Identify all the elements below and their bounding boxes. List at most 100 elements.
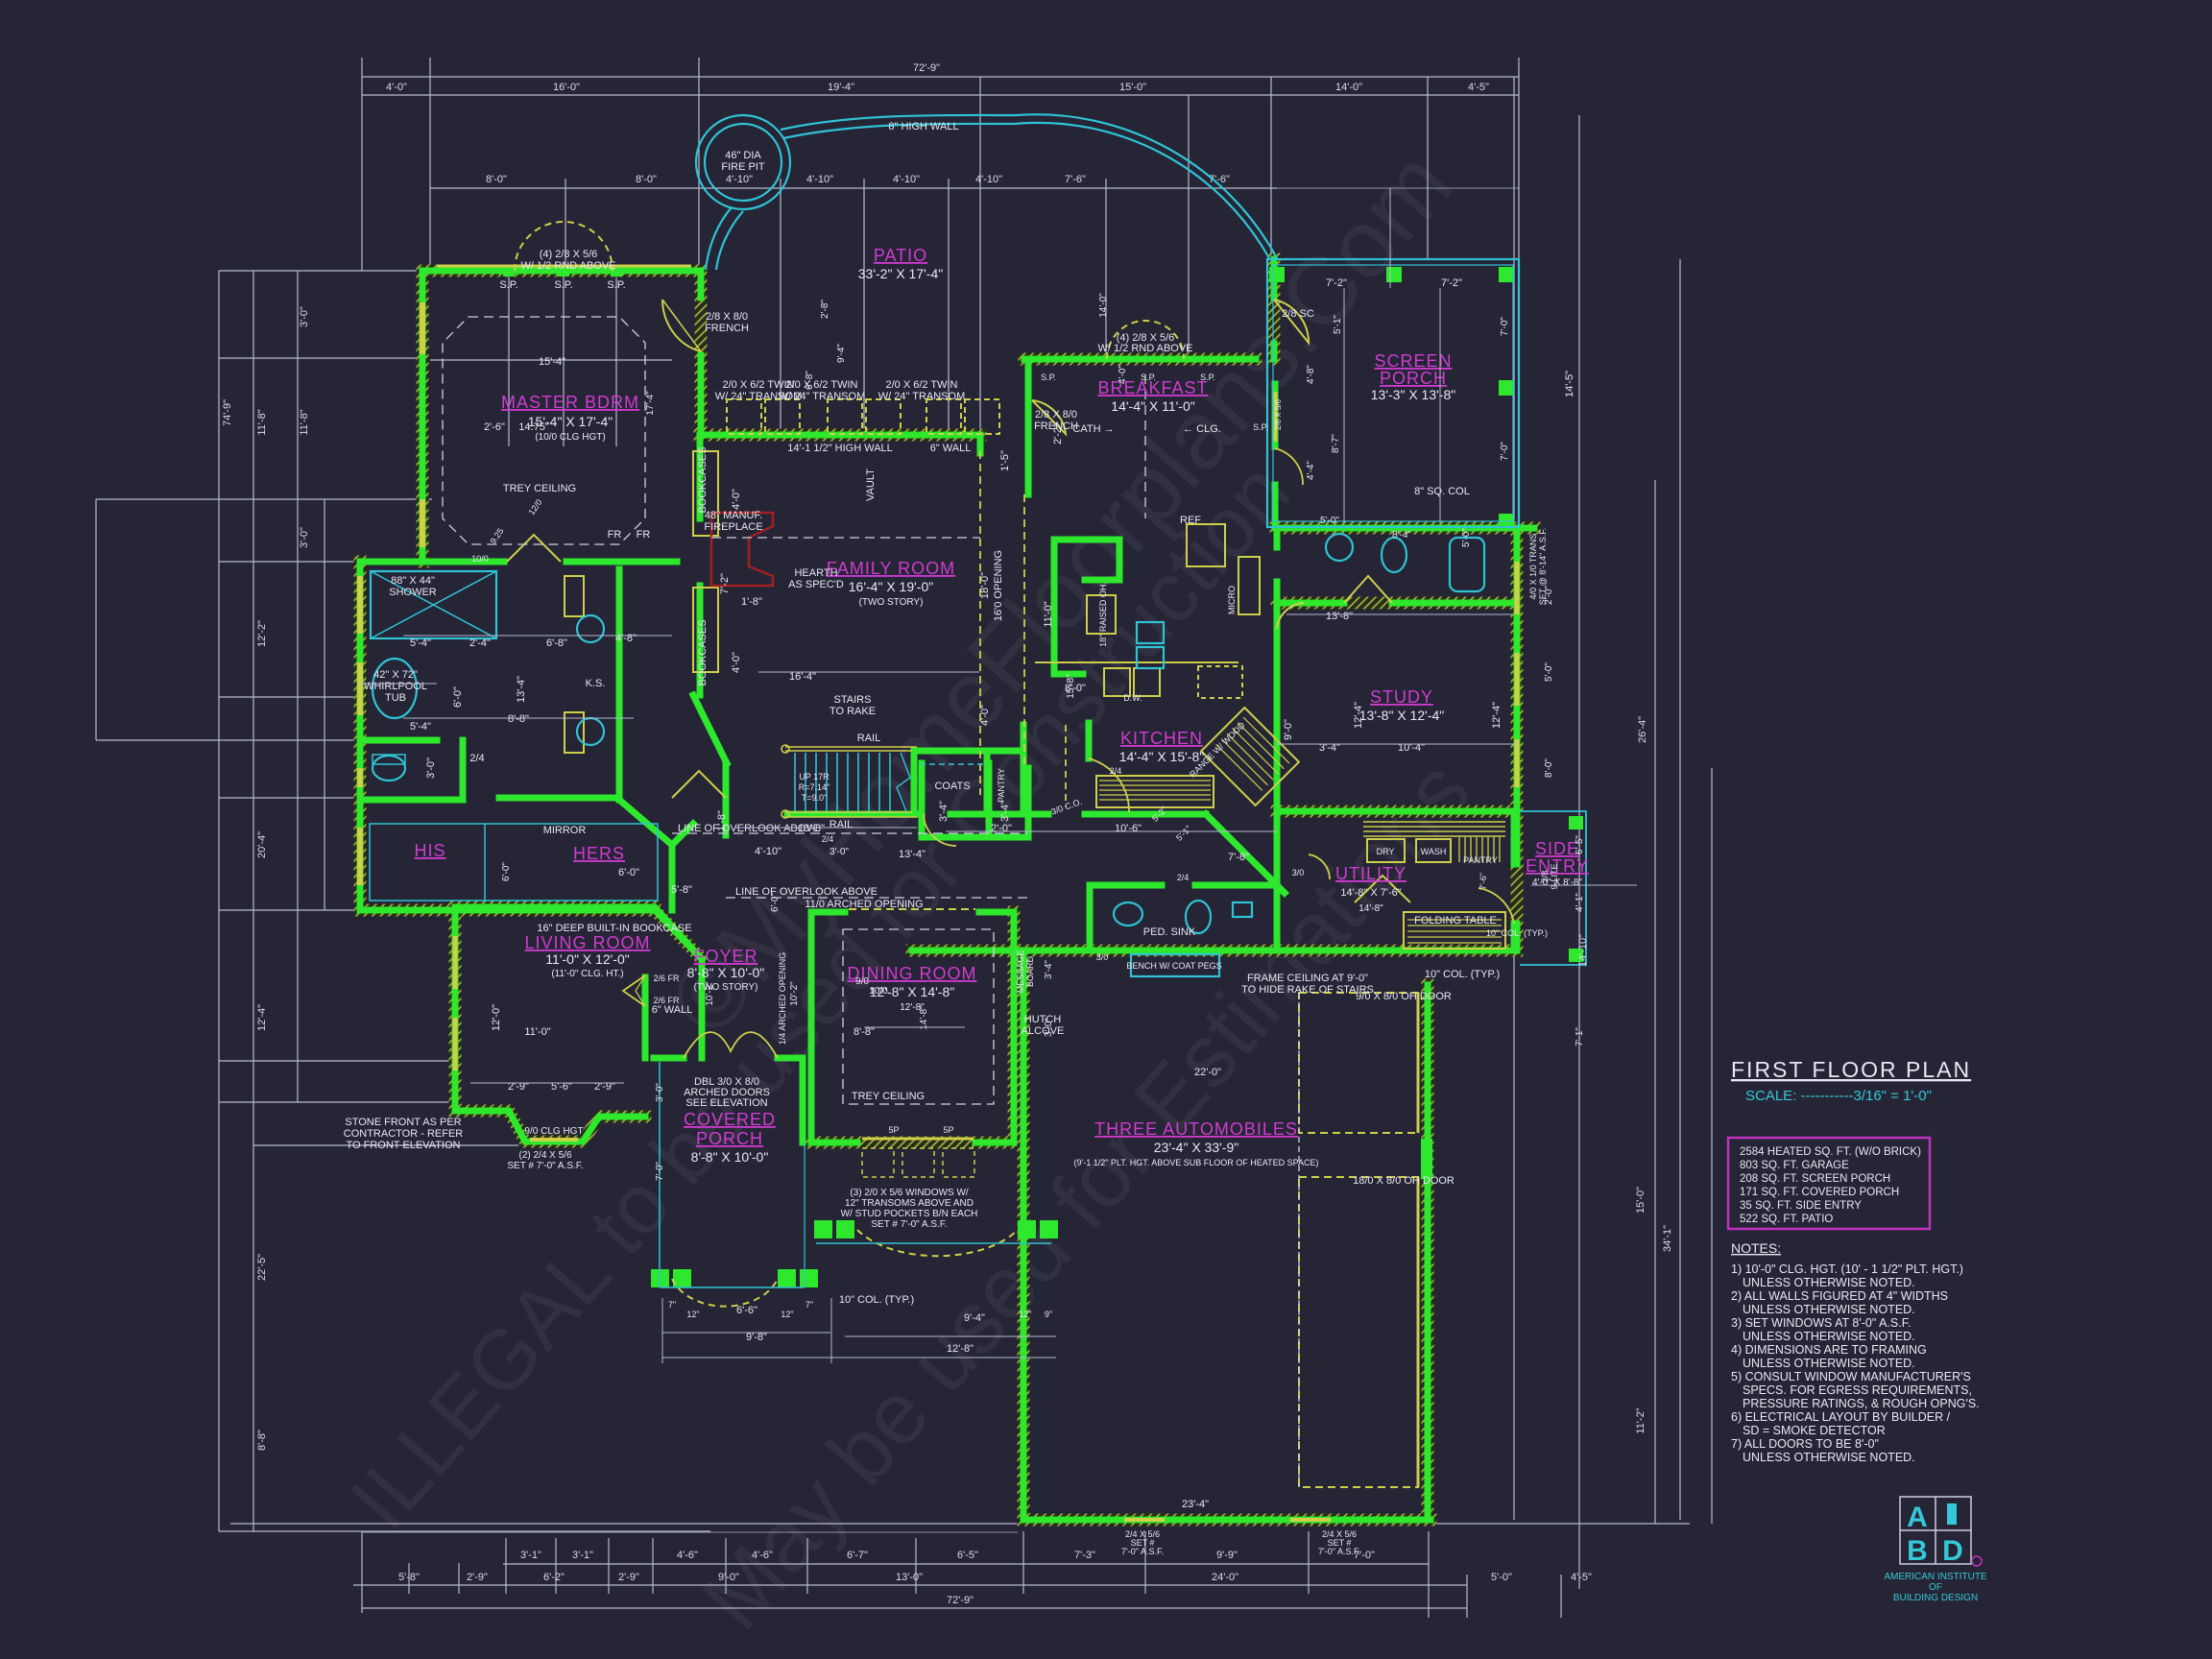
svg-text:(11'-0" CLG. HT.): (11'-0" CLG. HT.) bbox=[551, 969, 623, 979]
svg-text:D.W.: D.W. bbox=[1123, 693, 1142, 703]
svg-text:S.P.: S.P. bbox=[499, 279, 517, 291]
svg-text:SET # 7'-0" A.S.F.: SET # 7'-0" A.S.F. bbox=[507, 1161, 583, 1171]
svg-text:9'-0": 9'-0" bbox=[1283, 719, 1294, 740]
svg-text:12'-4": 12'-4" bbox=[1353, 702, 1364, 729]
svg-text:12'-0": 12'-0" bbox=[491, 1004, 502, 1031]
svg-text:TUB: TUB bbox=[385, 692, 406, 704]
svg-text:803 SQ. FT. GARAGE: 803 SQ. FT. GARAGE bbox=[1740, 1160, 1849, 1171]
svg-text:3'-0": 3'-0" bbox=[425, 757, 437, 779]
svg-text:4'-10": 4'-10" bbox=[975, 174, 1002, 185]
svg-text:17'-4": 17'-4" bbox=[645, 391, 656, 416]
svg-text:BOARD: BOARD bbox=[1025, 956, 1035, 988]
svg-text:10'-2": 10'-2" bbox=[705, 981, 715, 1006]
svg-text:11'-0" X 12'-0": 11'-0" X 12'-0" bbox=[545, 951, 629, 967]
svg-text:3) SET WINDOWS AT 8'-0" A.S.F.: 3) SET WINDOWS AT 8'-0" A.S.F. bbox=[1731, 1316, 1911, 1330]
svg-text:S.P.: S.P. bbox=[1200, 373, 1215, 382]
svg-text:STAIRS: STAIRS bbox=[834, 694, 872, 706]
svg-text:COATS: COATS bbox=[934, 781, 970, 792]
svg-text:12'-4": 12'-4" bbox=[1491, 702, 1503, 729]
svg-text:(10/0 CLG HGT): (10/0 CLG HGT) bbox=[535, 432, 605, 443]
svg-text:2/6 FR: 2/6 FR bbox=[653, 996, 680, 1005]
svg-text:11'-2": 11'-2" bbox=[1635, 1407, 1647, 1433]
svg-text:74'-9": 74'-9" bbox=[222, 399, 233, 426]
svg-text:FOLDING TABLE: FOLDING TABLE bbox=[1414, 915, 1497, 926]
svg-text:1) 10'-0" CLG. HGT. (10' - 1: 1) 10'-0" CLG. HGT. (10' - 1 1/2" PLT. H… bbox=[1731, 1262, 1963, 1276]
svg-text:15'-8": 15'-8" bbox=[1066, 674, 1076, 699]
svg-text:8'-0": 8'-0" bbox=[486, 174, 507, 185]
svg-text:2/4: 2/4 bbox=[1110, 766, 1122, 776]
svg-text:DBL 3/0 X 8/0: DBL 3/0 X 8/0 bbox=[694, 1076, 759, 1088]
svg-text:2) ALL WALLS FIGURED AT 4" WI: 2) ALL WALLS FIGURED AT 4" WIDTHS bbox=[1731, 1289, 1948, 1303]
svg-text:UTILITY: UTILITY bbox=[1335, 864, 1407, 883]
svg-text:4'-0": 4'-0" bbox=[731, 652, 742, 673]
svg-text:2/8 X 8/0: 2/8 X 8/0 bbox=[1035, 409, 1077, 421]
svg-text:14'-10": 14'-10" bbox=[1577, 934, 1589, 967]
svg-text:14'-0": 14'-0" bbox=[1335, 82, 1362, 93]
svg-text:← CLG.: ← CLG. bbox=[1183, 423, 1221, 435]
svg-text:VAULT: VAULT bbox=[865, 469, 877, 501]
svg-text:14'-0": 14'-0" bbox=[1098, 293, 1109, 318]
svg-text:SET #: SET # bbox=[1131, 1538, 1155, 1548]
svg-text:BOOKCASES: BOOKCASES bbox=[697, 446, 709, 513]
svg-text:PORCH: PORCH bbox=[696, 1129, 763, 1148]
svg-text:2/6 FR: 2/6 FR bbox=[653, 974, 680, 983]
svg-text:3'-0": 3'-0" bbox=[1044, 1018, 1054, 1037]
svg-text:PRESSURE RATINGS, & ROUGH OPNG: PRESSURE RATINGS, & ROUGH OPNG'S. bbox=[1743, 1397, 1980, 1410]
svg-text:SCREEN: SCREEN bbox=[1374, 351, 1452, 371]
svg-text:TREY CEILING: TREY CEILING bbox=[852, 1091, 925, 1102]
svg-text:4'-10": 4'-10" bbox=[806, 174, 833, 185]
svg-text:W/ 24" TRANSOM: W/ 24" TRANSOM bbox=[878, 391, 966, 402]
svg-text:9'-8": 9'-8" bbox=[746, 1332, 767, 1343]
svg-text:7": 7" bbox=[668, 1300, 676, 1310]
svg-text:6'-0": 6'-0" bbox=[770, 893, 781, 912]
svg-text:(2) 2/4 X 5/6: (2) 2/4 X 5/6 bbox=[518, 1150, 571, 1161]
svg-text:4/0 X 1/0 TRANS: 4/0 X 1/0 TRANS bbox=[1528, 534, 1538, 600]
svg-text:2584 HEATED SQ. FT. (W/O BRICK: 2584 HEATED SQ. FT. (W/O BRICK) bbox=[1740, 1146, 1921, 1158]
svg-text:14'-8": 14'-8" bbox=[1358, 903, 1383, 914]
svg-text:8'-7": 8'-7" bbox=[1331, 434, 1341, 453]
svg-text:2'-9": 2'-9" bbox=[618, 1572, 639, 1583]
svg-text:(4) 2/8 X 5/6: (4) 2/8 X 5/6 bbox=[1117, 332, 1175, 344]
svg-text:8'-0": 8'-0" bbox=[636, 174, 657, 185]
svg-text:4'-5": 4'-5" bbox=[1571, 1572, 1592, 1583]
svg-text:9/0 X 8/0 OH DOOR: 9/0 X 8/0 OH DOOR bbox=[1356, 991, 1452, 1002]
svg-text:3'-4": 3'-4" bbox=[1319, 742, 1340, 754]
svg-text:A: A bbox=[1907, 1502, 1928, 1533]
svg-text:(4) 2/8 X 5/6: (4) 2/8 X 5/6 bbox=[540, 249, 598, 260]
svg-text:SPECS. FOR EGRESS REQUIREMENTS: SPECS. FOR EGRESS REQUIREMENTS, bbox=[1743, 1383, 1972, 1397]
svg-text:UP 17R: UP 17R bbox=[799, 772, 830, 781]
svg-text:23'-4" X 33'-9": 23'-4" X 33'-9" bbox=[1154, 1140, 1238, 1155]
svg-text:8'-0": 8'-0" bbox=[1065, 683, 1086, 694]
svg-text:WASH: WASH bbox=[1421, 847, 1447, 856]
svg-text:PANTRY: PANTRY bbox=[997, 768, 1006, 803]
svg-text:5'-0": 5'-0" bbox=[1461, 528, 1472, 547]
svg-text:9'-9": 9'-9" bbox=[1216, 1550, 1238, 1561]
svg-text:12'-8": 12'-8" bbox=[947, 1343, 974, 1355]
svg-text:8'-8": 8'-8" bbox=[256, 1430, 268, 1451]
svg-text:9": 9" bbox=[1045, 1310, 1052, 1319]
svg-text:7'-2": 7'-2" bbox=[1441, 277, 1462, 289]
svg-text:6'-0": 6'-0" bbox=[452, 686, 464, 708]
svg-text:8'-8" X 10'-0": 8'-8" X 10'-0" bbox=[691, 1149, 769, 1165]
svg-text:4'-10": 4'-10" bbox=[726, 174, 753, 185]
svg-text:WHIRLPOOL: WHIRLPOOL bbox=[364, 681, 427, 692]
svg-text:6'-5": 6'-5" bbox=[1575, 835, 1585, 854]
svg-text:12'-8" X 14'-8": 12'-8" X 14'-8" bbox=[870, 984, 954, 999]
svg-text:3'-0": 3'-0" bbox=[655, 1083, 665, 1102]
svg-text:16" DEEP BUILT-IN BOOKCASE: 16" DEEP BUILT-IN BOOKCASE bbox=[537, 923, 691, 934]
svg-text:7'-6": 7'-6" bbox=[1209, 174, 1230, 185]
svg-text:FAMILY ROOM: FAMILY ROOM bbox=[827, 559, 955, 578]
svg-text:4'-0": 4'-0" bbox=[386, 82, 407, 93]
svg-text:7'-0" A.S.F.: 7'-0" A.S.F. bbox=[1121, 1547, 1164, 1556]
svg-text:4'-8": 4'-8" bbox=[1306, 365, 1316, 384]
svg-text:HUTCH: HUTCH bbox=[1024, 1014, 1062, 1025]
svg-text:42" X 72": 42" X 72" bbox=[373, 669, 418, 681]
svg-text:6" WALL: 6" WALL bbox=[652, 1004, 693, 1016]
svg-text:88" X 44": 88" X 44" bbox=[391, 575, 435, 587]
svg-text:SD = SMOKE DETECTOR: SD = SMOKE DETECTOR bbox=[1743, 1424, 1886, 1437]
svg-text:3/0: 3/0 bbox=[1096, 952, 1109, 962]
svg-text:5'-8": 5'-8" bbox=[398, 1572, 420, 1583]
svg-text:18/0 X 8/0 OH DOOR: 18/0 X 8/0 OH DOOR bbox=[1353, 1175, 1455, 1187]
svg-text:8" SQ. COL: 8" SQ. COL bbox=[1414, 486, 1470, 497]
svg-text:10" COL. (TYP.): 10" COL. (TYP.) bbox=[839, 1294, 914, 1306]
